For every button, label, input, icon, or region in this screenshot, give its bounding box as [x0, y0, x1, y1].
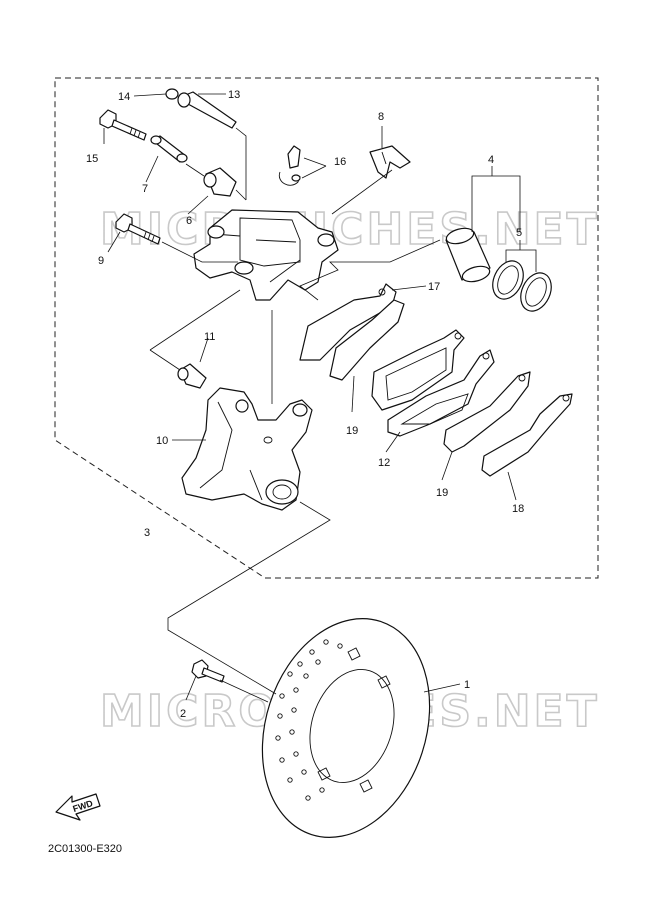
bolt-9	[115, 213, 161, 245]
callout-7: 7	[142, 183, 148, 195]
callout-2: 2	[180, 708, 186, 720]
callout-9: 9	[98, 255, 104, 267]
pad-shim-17	[299, 283, 397, 361]
leader-lines	[103, 93, 537, 703]
pin-plug	[165, 88, 179, 100]
disc-bolt	[191, 659, 225, 683]
callout-10: 10	[156, 435, 168, 447]
callout-14: 14	[118, 91, 130, 103]
callout-19-upper: 19	[346, 425, 358, 437]
callout-18: 18	[512, 503, 524, 515]
piston-seals	[492, 260, 552, 312]
pad-shim-18	[481, 393, 573, 477]
callout-17: 17	[428, 281, 440, 293]
brake-disc	[261, 618, 431, 838]
assembly-boundary	[54, 77, 599, 579]
callout-16: 16	[334, 156, 346, 168]
callout-11: 11	[204, 331, 215, 343]
bleed-screw	[278, 145, 301, 186]
pad-spring	[369, 145, 411, 179]
caliper-bracket	[181, 387, 313, 511]
diagram-code: 2C01300-E320	[48, 843, 122, 855]
pad-insulator-19-lower	[443, 371, 531, 453]
callout-3: 3	[144, 527, 150, 539]
callout-13: 13	[228, 89, 240, 101]
callout-5: 5	[516, 227, 522, 239]
piston	[445, 227, 491, 283]
forward-arrow-icon: FWD	[55, 793, 101, 821]
callout-1: 1	[464, 679, 470, 691]
callout-15: 15	[86, 153, 98, 165]
callouts: 1 2 3 4 5 6 7 8 9 10 11 12 13 14 15 16 1…	[86, 89, 524, 720]
caliper-body	[193, 209, 339, 301]
callout-4: 4	[488, 154, 494, 166]
callout-6: 6	[186, 215, 192, 227]
callout-19-lower: 19	[436, 487, 448, 499]
watermark-top: MICROFICHES.NET	[100, 204, 600, 255]
callout-12: 12	[378, 457, 390, 469]
boot-6	[203, 167, 237, 197]
pad-pin	[177, 91, 237, 129]
pad-insulator-19-upper	[329, 299, 405, 381]
sleeve-7	[150, 135, 188, 163]
bolt-15	[99, 109, 147, 141]
boot-11	[177, 363, 207, 389]
callout-8: 8	[378, 111, 384, 123]
